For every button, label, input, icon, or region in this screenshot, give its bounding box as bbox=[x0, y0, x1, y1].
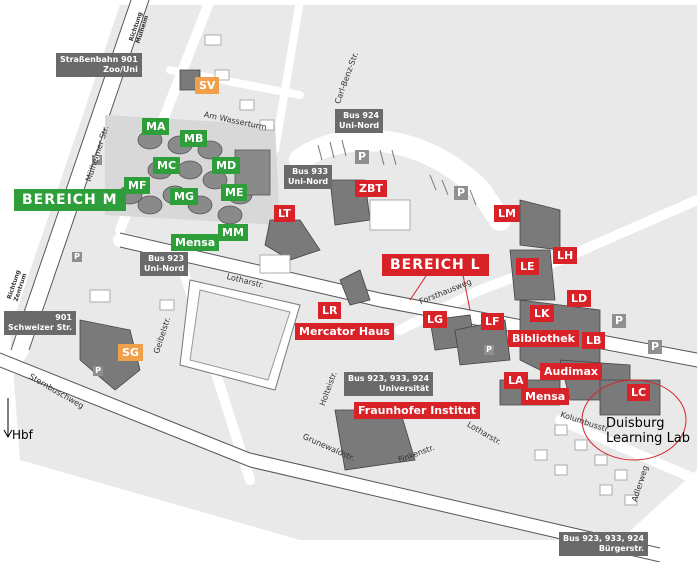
learning-lab-label: Duisburg Learning Lab bbox=[606, 416, 691, 446]
building-mensa-m[interactable]: Mensa bbox=[171, 234, 220, 251]
transit-bus-universitaet: Bus 923, 933, 924 Universität bbox=[344, 372, 434, 396]
parking-icon: P bbox=[92, 155, 102, 165]
parking-icon: P bbox=[72, 252, 82, 262]
transit-bus-buergerstr: Bus 923, 933, 924 Bürgerstr. bbox=[559, 532, 649, 556]
building-ld[interactable]: LD bbox=[567, 290, 592, 307]
building-mm[interactable]: MM bbox=[218, 224, 248, 241]
building-le[interactable]: LE bbox=[516, 258, 539, 275]
parking-icon: P bbox=[454, 186, 468, 200]
building-mg[interactable]: MG bbox=[170, 188, 198, 205]
building-lf[interactable]: LF bbox=[481, 313, 504, 330]
building-lr[interactable]: LR bbox=[318, 302, 342, 319]
area-label-l: BEREICH L bbox=[382, 254, 489, 276]
building-mf[interactable]: MF bbox=[124, 177, 151, 194]
building-me[interactable]: ME bbox=[221, 184, 248, 201]
building-audimax[interactable]: Audimax bbox=[540, 363, 602, 380]
parking-icon: P bbox=[93, 366, 103, 376]
transit-stop-901: 901 Schweizer Str. bbox=[4, 311, 76, 335]
building-lg[interactable]: LG bbox=[423, 311, 448, 328]
transit-bus-924: Bus 924 Uni-Nord bbox=[335, 109, 384, 133]
transit-bus-933: Bus 933 Uni-Nord bbox=[284, 165, 333, 189]
building-mb[interactable]: MB bbox=[180, 130, 208, 147]
transit-tram-901: Straßenbahn 901 Zoo/Uni bbox=[56, 53, 142, 77]
building-la[interactable]: LA bbox=[504, 372, 528, 389]
building-sg[interactable]: SG bbox=[118, 344, 143, 361]
building-lb[interactable]: LB bbox=[582, 332, 606, 349]
building-md[interactable]: MD bbox=[212, 157, 241, 174]
building-lc[interactable]: LC bbox=[627, 384, 651, 401]
parking-icon: P bbox=[612, 314, 626, 328]
building-fraunhofer[interactable]: Fraunhofer Institut bbox=[354, 402, 481, 419]
building-lk[interactable]: LK bbox=[530, 305, 554, 322]
building-mercator-haus[interactable]: Mercator Haus bbox=[295, 323, 394, 340]
building-lh[interactable]: LH bbox=[553, 247, 578, 264]
building-mensa-l[interactable]: Mensa bbox=[521, 388, 570, 405]
area-label-m: BEREICH M bbox=[14, 189, 126, 211]
building-mc[interactable]: MC bbox=[153, 157, 181, 174]
parking-icon: P bbox=[648, 340, 662, 354]
building-zbt[interactable]: ZBT bbox=[355, 180, 387, 197]
building-lm[interactable]: LM bbox=[494, 205, 520, 222]
building-bibliothek[interactable]: Bibliothek bbox=[508, 330, 579, 347]
parking-icon: P bbox=[355, 150, 369, 164]
parking-icon: P bbox=[484, 345, 494, 355]
transit-bus-923: Bus 923 Uni-Nord bbox=[140, 252, 189, 276]
hbf-label: Hbf bbox=[12, 428, 33, 442]
building-ma[interactable]: MA bbox=[142, 118, 170, 135]
building-sv[interactable]: SV bbox=[195, 77, 220, 94]
building-lt[interactable]: LT bbox=[274, 205, 295, 222]
